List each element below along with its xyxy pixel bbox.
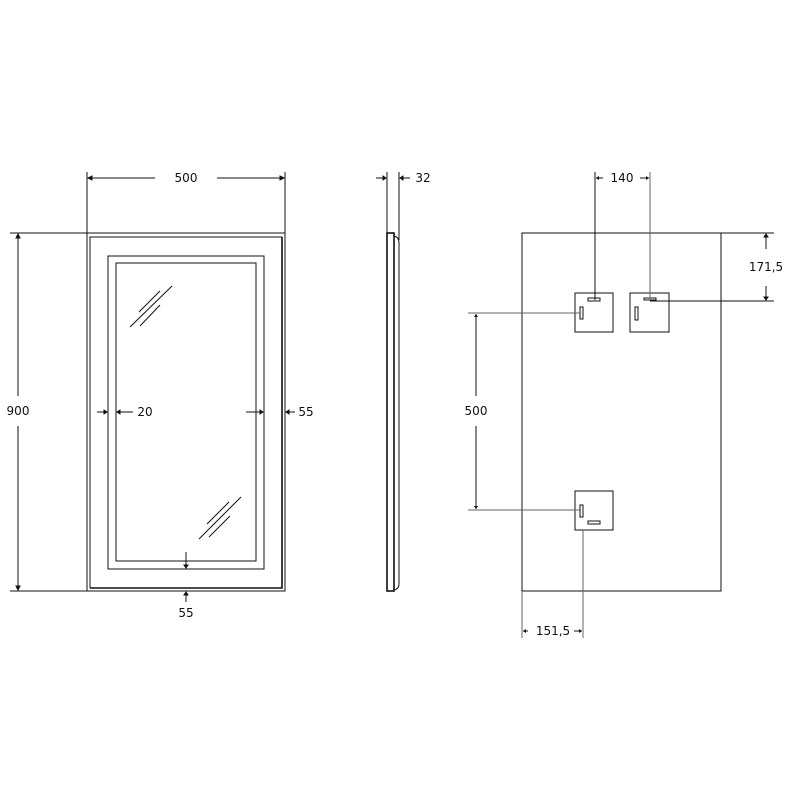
side-view: 32 (376, 171, 431, 592)
left-offset-dimension (521, 530, 584, 638)
vertical-spacing-dimension (468, 312, 581, 511)
frame-shadow-edge (90, 237, 283, 589)
height-dimension-line (10, 232, 87, 592)
inner-gap-dimension (97, 409, 133, 415)
side-profile-body (386, 232, 395, 592)
side-frame-dimension (246, 409, 295, 415)
left-offset-label: 151,5 (536, 624, 570, 638)
width-dimension-line (86, 172, 286, 233)
width-label: 500 (175, 171, 198, 185)
top-offset-label: 171,5 (749, 260, 783, 274)
front-view: 500 900 20 55 55 (7, 171, 314, 620)
inner-gap-label: 20 (137, 405, 152, 419)
side-frame-label: 55 (298, 405, 313, 419)
side-profile-frame (393, 235, 400, 591)
height-label: 900 (7, 404, 30, 418)
mirror-outer-edge (86, 232, 286, 592)
bracket-spacing-dimension (594, 172, 651, 300)
glass-reflection-bottom (198, 496, 242, 540)
frame-inner-edge (89, 236, 282, 588)
led-band-outer (107, 255, 265, 570)
glass-reflection-top (129, 285, 173, 328)
top-offset-dimension (650, 232, 774, 302)
bottom-frame-dimension (183, 552, 189, 602)
vertical-spacing-label: 500 (465, 404, 488, 418)
depth-label: 32 (415, 171, 430, 185)
depth-dimension (376, 172, 410, 240)
back-panel (521, 232, 722, 592)
bracket-spacing-label: 140 (611, 171, 634, 185)
back-view: 140 171,5 500 151,5 (465, 171, 783, 638)
bottom-frame-label: 55 (178, 606, 193, 620)
